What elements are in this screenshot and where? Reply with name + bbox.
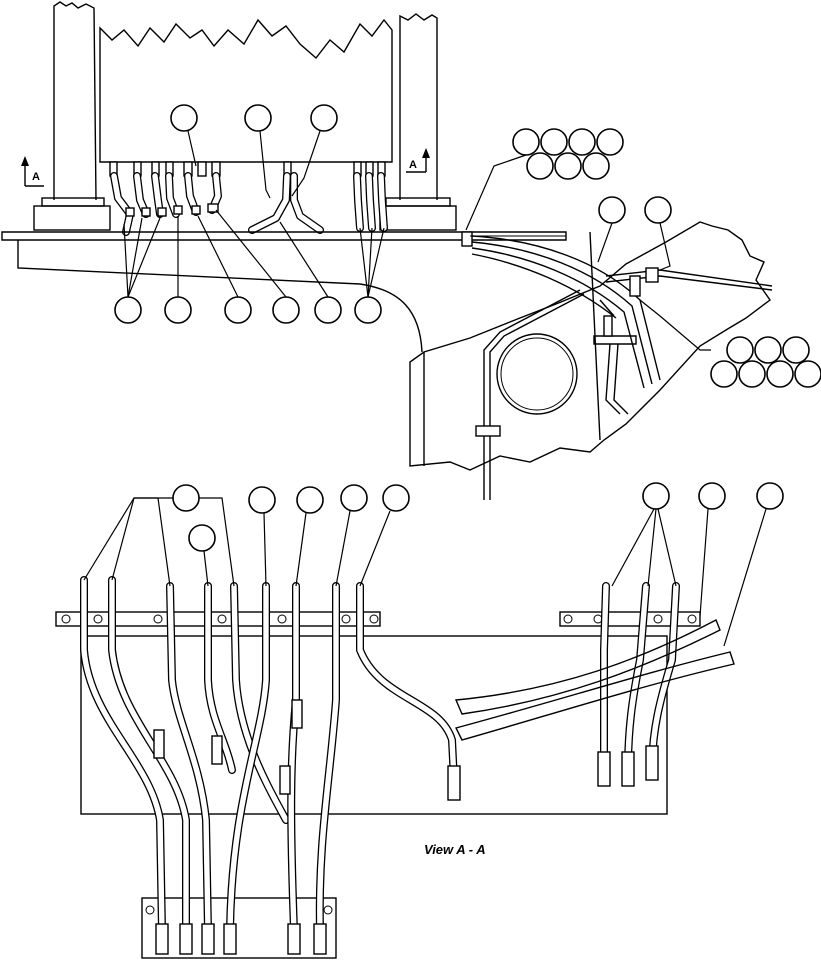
- section-marker-left: A: [21, 156, 44, 187]
- frame-section: [409, 221, 771, 471]
- mounting-panel: [80, 635, 668, 815]
- callout-bubble: [726, 336, 754, 364]
- callout-bubble: [354, 296, 382, 324]
- tank-housing: [99, 18, 393, 163]
- left-column-cap: [41, 197, 105, 207]
- lower-hoses: [80, 576, 680, 934]
- manifold-drop: [605, 343, 629, 415]
- curved-hose-4: [471, 253, 617, 319]
- callout-bubble: [296, 486, 324, 514]
- pipe-clamp: [475, 425, 501, 437]
- deck-clamp: [461, 231, 473, 247]
- panel-fittings: [153, 699, 659, 801]
- manifold-fitting: [603, 315, 613, 337]
- left-column-base: [33, 205, 111, 231]
- callout-bubble: [164, 296, 192, 324]
- manifold-bar: [593, 335, 637, 345]
- callout-bubble: [756, 482, 784, 510]
- callout-bubble: [540, 128, 568, 156]
- callout-bubble: [568, 128, 596, 156]
- diagonal-pipe-2: [454, 651, 735, 741]
- main-deck: [1, 231, 567, 241]
- bottom-bracket: [141, 897, 337, 959]
- callout-bubble: [554, 152, 582, 180]
- curved-hose-3: [471, 247, 645, 389]
- callout-bubble: [598, 196, 626, 224]
- right-column-cap: [385, 197, 451, 207]
- callout-bubble: [512, 128, 540, 156]
- bracket-fittings: [155, 923, 327, 955]
- callout-bubble: [382, 484, 410, 512]
- view-a-a-assembly: [55, 576, 735, 959]
- vertical-pipe-left: [483, 289, 581, 500]
- leader-lines: [83, 130, 767, 647]
- bracket-bolts: [145, 905, 333, 915]
- section-marker-left-label: A: [32, 171, 40, 183]
- valve-block-1: [629, 275, 641, 297]
- valve-block-2: [645, 267, 659, 283]
- callout-bubble: [710, 360, 738, 388]
- left-column: [53, 1, 97, 201]
- deck-lower-edge: [17, 240, 423, 353]
- long-pipe-bottom: [605, 275, 773, 291]
- callout-bubble: [310, 104, 338, 132]
- reservoir-inner: [500, 337, 574, 411]
- callout-bubble: [766, 360, 794, 388]
- callout-bubble: [738, 360, 766, 388]
- callout-bubble: [172, 484, 200, 512]
- callout-bubble: [272, 296, 300, 324]
- right-column: [399, 13, 438, 200]
- section-marker-right: A: [406, 148, 430, 173]
- callout-bubble: [754, 336, 782, 364]
- callout-bubble: [188, 524, 216, 552]
- callout-bubble: [244, 104, 272, 132]
- clamp-bar-right: [559, 611, 701, 627]
- upper-assembly: A A: [1, 1, 773, 500]
- callout-bubble: [698, 482, 726, 510]
- right-column-base: [379, 205, 457, 231]
- connector-link: [599, 299, 615, 317]
- callout-bubble: [644, 196, 672, 224]
- callout-bubble: [526, 152, 554, 180]
- callout-bubbles: [114, 104, 821, 552]
- callout-bubble: [314, 296, 342, 324]
- reservoir-outer: [496, 333, 578, 415]
- fitting-row: [109, 161, 386, 177]
- deck-fittings: [125, 203, 219, 217]
- curved-hose-2: [471, 241, 653, 385]
- upper-hoses: [110, 172, 388, 236]
- callout-bubble: [114, 296, 142, 324]
- diagonal-pipe-1: [454, 619, 721, 715]
- callout-bubble: [582, 152, 610, 180]
- callout-bubble: [596, 128, 624, 156]
- view-caption: View A - A: [424, 842, 486, 857]
- callout-bubble: [340, 484, 368, 512]
- section-marker-right-label: A: [409, 159, 417, 171]
- callout-bubble: [782, 336, 810, 364]
- callout-bubble: [224, 296, 252, 324]
- callout-bubble: [642, 482, 670, 510]
- callout-bubble: [794, 360, 821, 388]
- callout-bubble: [170, 104, 198, 132]
- callout-bubble: [248, 486, 276, 514]
